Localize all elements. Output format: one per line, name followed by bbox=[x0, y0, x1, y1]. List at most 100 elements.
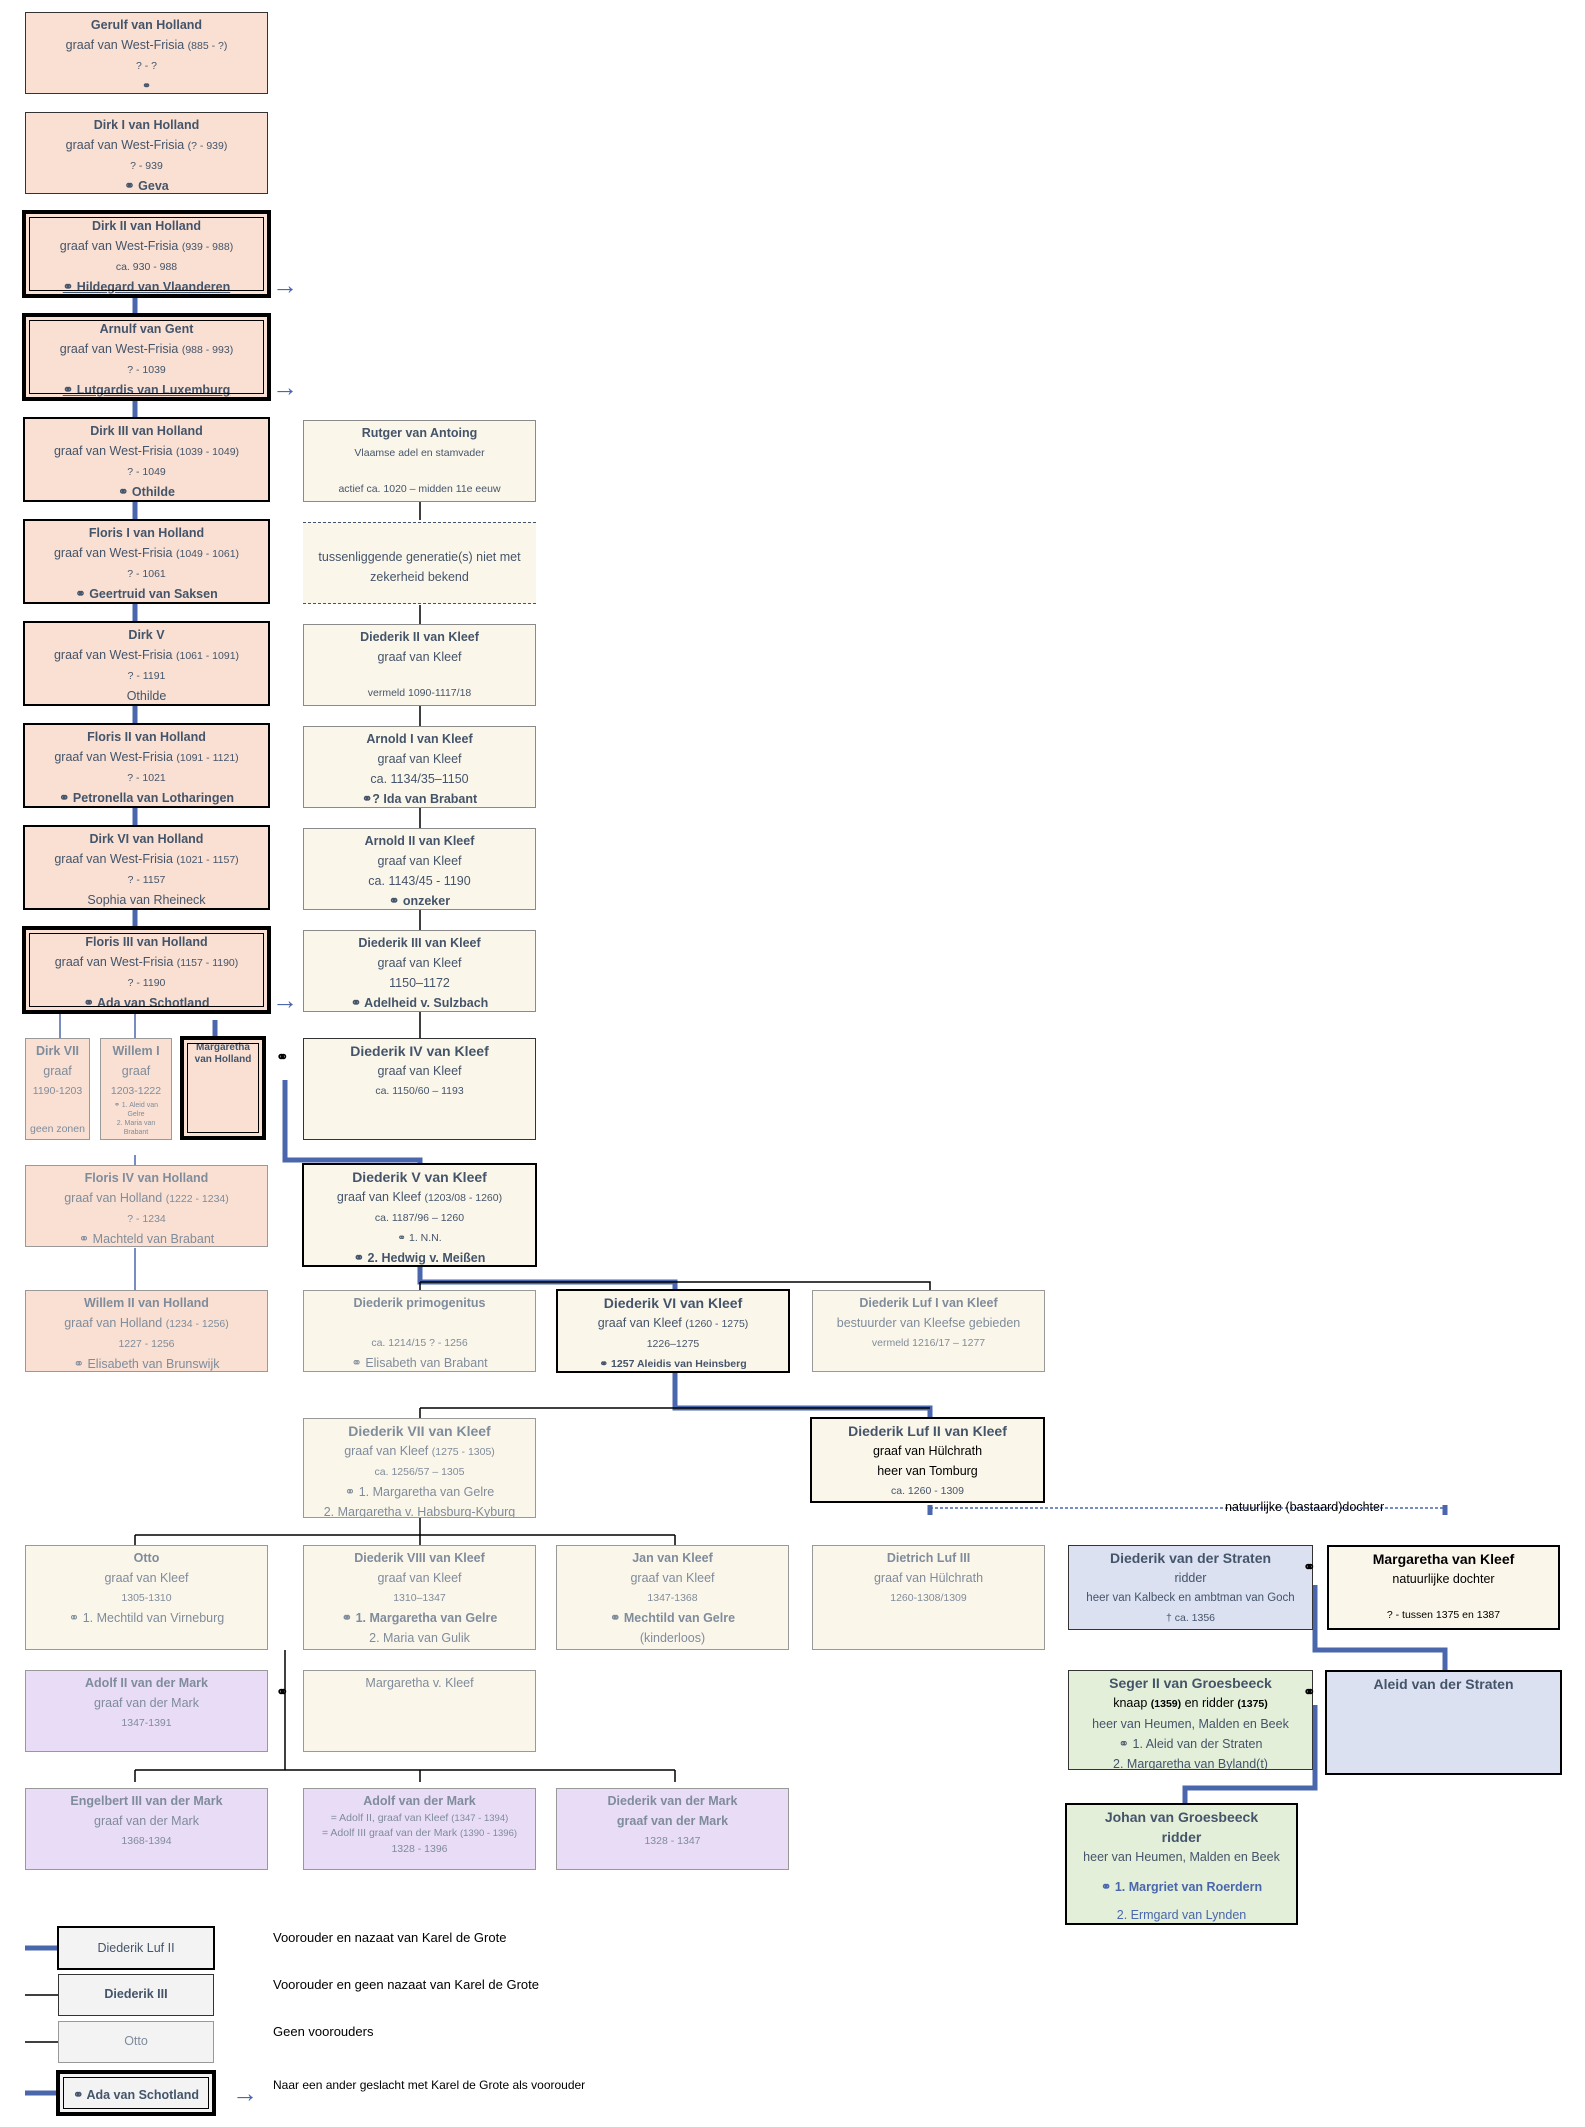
person-name: Margaretha van Kleef bbox=[1372, 1551, 1515, 1567]
arrow-right-icon[interactable]: → bbox=[272, 985, 298, 1015]
person-title: graaf van West-Frisia bbox=[59, 342, 179, 356]
person-name: Willem II van Holland bbox=[84, 1296, 209, 1310]
person-reign: (1234 - 1256) bbox=[165, 1318, 229, 1330]
person-title: graaf bbox=[121, 1064, 151, 1078]
person-name: Arnold I van Kleef bbox=[366, 732, 473, 746]
person-name: Floris III van Holland bbox=[85, 935, 208, 949]
person-spouse: 2. Ermgard van Lynden bbox=[1116, 1908, 1247, 1922]
person-reign: (939 - 988) bbox=[181, 241, 234, 253]
legend-text: Voorouder en geen nazaat van Karel de Gr… bbox=[273, 1977, 539, 1992]
person-name: Floris IV van Holland bbox=[84, 1171, 209, 1185]
person-spouse-link[interactable]: ⚭ Hildegard van Vlaanderen bbox=[62, 280, 231, 294]
person-margaretha-van-holland: Margaretha van Holland bbox=[180, 1036, 266, 1140]
person-reign: (1275 - 1305) bbox=[431, 1446, 495, 1458]
person-name: Dirk VII bbox=[35, 1044, 80, 1058]
person-title: graaf van Holland bbox=[64, 1316, 163, 1330]
person-reign: (1347 - 1394) bbox=[451, 1813, 509, 1824]
person-gerulf-van-holland: Gerulf van Holland graaf van West-Frisia… bbox=[25, 12, 268, 94]
note-natural-daughter: natuurlijke (bastaard)dochter bbox=[1225, 1500, 1385, 1514]
person-title: graaf van West-Frisia bbox=[65, 138, 185, 152]
person-reign: (1390 - 1396) bbox=[459, 1828, 518, 1839]
person-reign: (988 - 993) bbox=[181, 344, 234, 356]
person-reign: (1203/08 - 1260) bbox=[424, 1192, 503, 1204]
person-name: Otto bbox=[133, 1551, 160, 1565]
arrow-right-icon[interactable]: → bbox=[272, 372, 298, 402]
person-name: Dirk I van Holland bbox=[93, 118, 200, 132]
person-spouse: ⚭ Geva bbox=[124, 179, 169, 193]
person-spouse-link[interactable]: ⚭ Lutgardis van Luxemburg bbox=[62, 383, 231, 397]
person-otto: Otto graaf van Kleef 1305-1310 ⚭ 1. Mech… bbox=[25, 1545, 268, 1650]
person-spouse: ⚭ Elisabeth van Brunswijk bbox=[73, 1357, 220, 1371]
person-name: Floris I van Holland bbox=[88, 526, 205, 540]
person-dates: 1368-1394 bbox=[121, 1835, 172, 1847]
person-spouse: 2. Maria van bbox=[116, 1120, 156, 1127]
person-adolf-van-der-mark: Adolf van der Mark = Adolf II, graaf van… bbox=[303, 1788, 536, 1870]
person-spouse: Brabant bbox=[123, 1129, 149, 1136]
person-name: Arnold II van Kleef bbox=[364, 834, 475, 848]
person-reign: (1021 - 1157) bbox=[176, 854, 239, 866]
person-title: graaf van Kleef bbox=[104, 1571, 189, 1585]
person-title: heer van Heumen, Malden en Beek bbox=[1083, 1850, 1280, 1864]
person-reign: (? - 939) bbox=[187, 140, 228, 152]
person-rutger-van-antoing: Rutger van Antoing Vlaamse adel en stamv… bbox=[303, 420, 536, 502]
person-title: graaf van Kleef bbox=[377, 1571, 462, 1585]
person-note: (kinderloos) bbox=[639, 1631, 706, 1645]
person-spouse: 2. Maria van Gulik bbox=[369, 1631, 470, 1645]
person-name: Diederik primogenitus bbox=[353, 1296, 486, 1310]
person-spouse: ⚭ 1. Mechtild van Virneburg bbox=[68, 1611, 225, 1625]
person-name: Dietrich Luf III bbox=[886, 1551, 971, 1565]
person-name: Adolf van der Mark bbox=[363, 1794, 476, 1808]
person-adolf-ii-van-der-mark: Adolf II van der Mark graaf van der Mark… bbox=[25, 1670, 268, 1752]
person-jan-van-kleef: Jan van Kleef graaf van Kleef 1347-1368 … bbox=[556, 1545, 789, 1650]
person-title: graaf van Hülchrath bbox=[873, 1571, 984, 1585]
person-reign: (1039 - 1049) bbox=[176, 446, 240, 458]
arrow-right-icon[interactable]: → bbox=[272, 270, 298, 300]
person-title: = Adolf II, graaf van Kleef bbox=[330, 1812, 452, 1824]
person-dates: 1226–1275 bbox=[646, 1338, 700, 1350]
person-title: graaf van Kleef bbox=[344, 1444, 429, 1458]
gap-text: tussenliggende generatie(s) niet met bbox=[318, 550, 521, 564]
person-name: Margaretha v. Kleef bbox=[365, 1676, 474, 1690]
person-name: Diederik II van Kleef bbox=[360, 630, 479, 644]
person-seger-ii-van-groesbeeck: Seger II van Groesbeeck knaap (1359) en … bbox=[1068, 1670, 1313, 1770]
person-spouse: ⚭ Petronella van Lotharingen bbox=[58, 791, 235, 805]
person-name: Diederik van der Mark bbox=[607, 1794, 738, 1808]
person-floris-i-van-holland: Floris I van Holland graaf van West-Fris… bbox=[23, 519, 270, 604]
legend-text: Geen voorouders bbox=[273, 2024, 374, 2039]
person-name: Arnulf van Gent bbox=[99, 322, 194, 336]
person-name: Diederik VI van Kleef bbox=[603, 1295, 743, 1311]
person-dates: ? - 1061 bbox=[127, 568, 166, 580]
person-dates: 1150–1172 bbox=[389, 976, 450, 990]
person-name: Dirk III van Holland bbox=[90, 424, 203, 438]
person-name: Seger II van Groesbeeck bbox=[1109, 1675, 1272, 1691]
person-title: ridder bbox=[1161, 1829, 1202, 1845]
person-spouse: ⚭ Othilde bbox=[117, 485, 175, 499]
person-reign: (1061 - 1091) bbox=[176, 650, 240, 662]
person-name: Gerulf van Holland bbox=[90, 18, 203, 32]
person-title: graaf van Kleef bbox=[336, 1190, 421, 1204]
legend-box-no-ancestors: Otto bbox=[58, 2021, 214, 2063]
person-name: van Holland bbox=[194, 1054, 252, 1065]
person-dirk-iii-van-holland: Dirk III van Holland graaf van West-Fris… bbox=[23, 417, 270, 502]
person-reign: (1222 - 1234) bbox=[165, 1193, 229, 1205]
person-willem-i: Willem I graaf 1203-1222 ⚭ 1. Aleid van … bbox=[100, 1038, 172, 1140]
person-year: (1375) bbox=[1237, 1698, 1268, 1710]
person-reign: (1091 - 1121) bbox=[176, 752, 239, 764]
person-name: Floris II van Holland bbox=[87, 730, 206, 744]
person-dates: ? - ? bbox=[135, 60, 157, 72]
legend-text: Naar een ander geslacht met Karel de Gro… bbox=[273, 2078, 586, 2092]
person-dates: ? - 1021 bbox=[127, 772, 166, 784]
person-year: (1359) bbox=[1150, 1698, 1182, 1710]
legend-label: Diederik III bbox=[104, 1987, 168, 2001]
person-name: Adolf II van der Mark bbox=[85, 1676, 208, 1690]
person-dates: ca. 930 - 988 bbox=[115, 261, 178, 273]
person-title: graaf van West-Frisia bbox=[65, 38, 185, 52]
person-name: Diederik Luf I van Kleef bbox=[859, 1296, 998, 1310]
person-arnold-i-van-kleef: Arnold I van Kleef graaf van Kleef ca. 1… bbox=[303, 726, 536, 808]
person-title: graaf van West-Frisia bbox=[54, 750, 173, 764]
person-diederik-viii-van-kleef: Diederik VIII van Kleef graaf van Kleef … bbox=[303, 1545, 536, 1650]
person-title: heer van Heumen, Malden en Beek bbox=[1092, 1717, 1289, 1731]
person-dates: ? - 1191 bbox=[127, 670, 166, 682]
person-spouse: ⚭ 1. Margaretha van Gelre bbox=[341, 1611, 498, 1625]
person-dates: 1328 - 1396 bbox=[391, 1843, 448, 1855]
